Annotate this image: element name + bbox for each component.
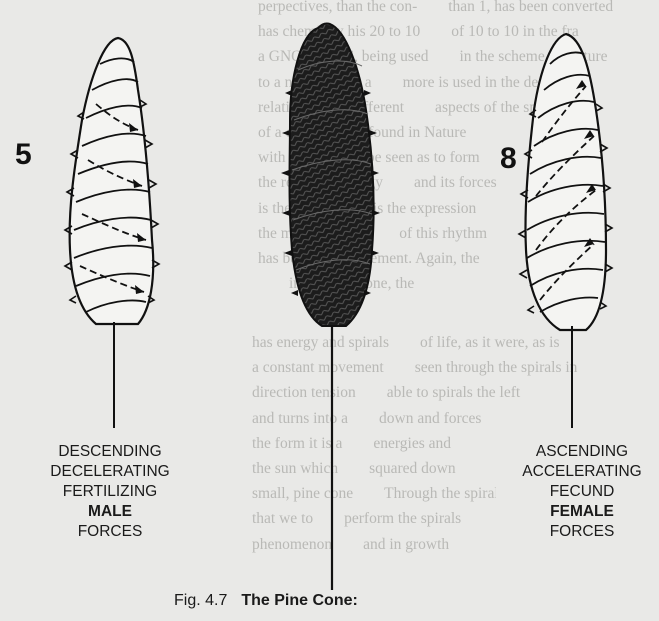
right-caption-line-1: ASCENDING xyxy=(502,442,659,462)
right-caption-line-2: ACCELERATING xyxy=(502,462,659,482)
figure-caption: Fig. 4.7 The Pine Cone: xyxy=(170,592,504,610)
figure-label: Fig. 4.7 xyxy=(174,592,227,609)
figure-title: The Pine Cone: xyxy=(241,592,357,609)
right-caption-line-3: FECUND xyxy=(502,482,659,502)
middle-pine-cone xyxy=(281,23,380,590)
left-caption: DESCENDING DECELERATING FERTILIZING MALE… xyxy=(21,440,199,544)
left-caption-line-4: MALE xyxy=(27,502,193,522)
left-caption-line-2: DECELERATING xyxy=(27,462,193,482)
left-spiral-number: 5 xyxy=(12,138,35,172)
left-caption-line-3: FERTILIZING xyxy=(27,482,193,502)
right-caption-line-4: FEMALE xyxy=(502,502,659,522)
right-spiral-number: 8 xyxy=(497,142,520,176)
right-caption: ASCENDING ACCELERATING FECUND FEMALE FOR… xyxy=(496,440,659,544)
left-caption-line-1: DESCENDING xyxy=(27,442,193,462)
left-caption-line-5: FORCES xyxy=(27,522,193,542)
right-caption-line-5: FORCES xyxy=(502,522,659,542)
left-pine-cone xyxy=(0,0,159,428)
right-pine-cone xyxy=(519,34,612,428)
